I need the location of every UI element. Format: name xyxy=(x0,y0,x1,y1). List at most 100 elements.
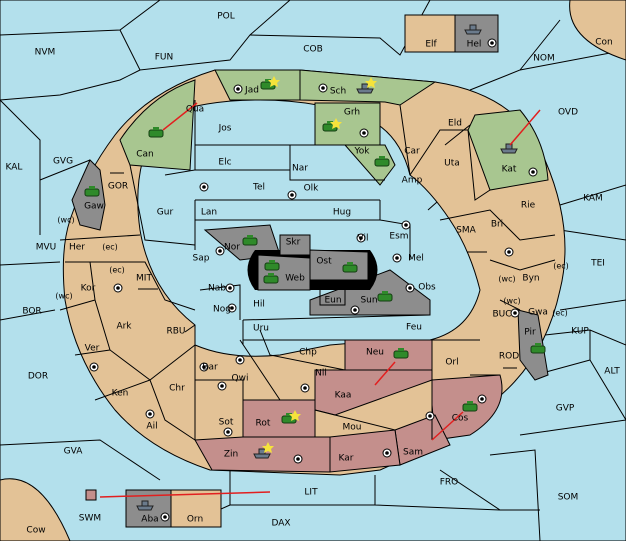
land-label: Eun xyxy=(324,296,341,306)
region-yok[interactable] xyxy=(343,144,396,186)
land-label: Car xyxy=(404,147,420,157)
region-kar[interactable] xyxy=(329,429,401,473)
land-label: Sun xyxy=(360,296,377,306)
supply-center xyxy=(233,84,243,94)
land-label: Ver xyxy=(85,344,100,354)
supply-center xyxy=(401,220,411,230)
supply-center xyxy=(287,190,297,200)
land-label: Bar xyxy=(202,363,218,373)
land-label: Kaa xyxy=(335,391,352,401)
army-icon[interactable] xyxy=(260,76,280,90)
inner-borders xyxy=(59,100,556,441)
land-label: Sot xyxy=(219,418,234,428)
region-neu[interactable] xyxy=(344,339,433,371)
order-arrow xyxy=(374,361,396,386)
sea-label: DOR xyxy=(28,372,48,382)
land-label: Esm xyxy=(389,232,408,242)
land-label: Rie xyxy=(521,201,536,211)
army-icon[interactable] xyxy=(374,156,390,167)
supply-center xyxy=(356,233,366,243)
sea-label: NOM xyxy=(533,54,555,64)
coast-tag: (wc) xyxy=(503,297,520,306)
land-label: Uru xyxy=(253,324,269,334)
region-can[interactable] xyxy=(119,79,196,171)
army-icon[interactable] xyxy=(242,235,258,246)
sea-label: Cow xyxy=(26,526,45,536)
fleet-icon[interactable] xyxy=(464,24,482,35)
supply-center xyxy=(199,182,209,192)
sea-label: OVD xyxy=(558,108,578,118)
land-label: Can xyxy=(136,150,154,160)
supply-center xyxy=(318,83,328,93)
region-rot[interactable] xyxy=(242,399,316,438)
fleet-icon[interactable] xyxy=(356,77,377,94)
land-label: Byn xyxy=(522,274,539,284)
land-label: Aba xyxy=(141,515,158,525)
land-label: Mel xyxy=(408,254,424,264)
order-arrows xyxy=(99,102,541,498)
land-label: Eld xyxy=(448,119,462,129)
region-elf[interactable] xyxy=(404,14,456,53)
supply-center xyxy=(300,383,310,393)
land-label: Qwi xyxy=(232,374,249,384)
fleet-icon[interactable] xyxy=(253,442,274,459)
order-arrow xyxy=(162,102,198,131)
coast-tag: (wc) xyxy=(55,292,72,301)
land-label: Vil xyxy=(358,234,369,244)
region-web[interactable] xyxy=(257,254,311,291)
land-label: Nor xyxy=(224,243,240,253)
army-icon[interactable] xyxy=(322,118,342,132)
sea-label: GOR xyxy=(108,182,128,192)
supply-centers xyxy=(89,38,538,522)
supply-center xyxy=(528,167,538,177)
supply-center xyxy=(89,362,99,372)
army-icon[interactable] xyxy=(263,273,279,284)
sea-label: TEI xyxy=(590,259,605,269)
supply-center xyxy=(382,448,392,458)
sea-label: SMA xyxy=(456,226,476,236)
fleet-icon[interactable] xyxy=(500,143,518,154)
sea-label: KUP xyxy=(571,327,589,337)
army-icon[interactable] xyxy=(377,291,393,302)
land-label: Nar xyxy=(292,164,308,174)
sea-label: DAX xyxy=(271,519,290,529)
coast-tag: (wc) xyxy=(498,275,515,284)
fleet-icon[interactable] xyxy=(136,500,154,511)
sea-label: NVM xyxy=(35,48,56,58)
army-icon[interactable] xyxy=(84,186,100,197)
army-icon[interactable] xyxy=(393,348,409,359)
sea-label: KAM xyxy=(583,194,603,204)
land-label: Amp xyxy=(402,176,423,186)
army-icon[interactable] xyxy=(281,410,301,424)
land-label: Yok xyxy=(353,147,370,157)
grey-territories xyxy=(71,159,549,381)
region-con[interactable] xyxy=(569,0,626,61)
land-label: Mou xyxy=(343,423,362,433)
land-label: Sap xyxy=(193,254,210,264)
sea-label: GVA xyxy=(64,447,84,457)
supply-center xyxy=(510,308,520,318)
army-icon[interactable] xyxy=(148,127,164,138)
land-label: Nog xyxy=(213,305,231,315)
land-label: Grh xyxy=(344,108,360,118)
order-arrow xyxy=(99,491,271,498)
region-swm-marker xyxy=(85,489,97,501)
supply-center xyxy=(425,411,435,421)
sea-label: POL xyxy=(217,12,235,22)
sea-label: RBU xyxy=(166,327,185,337)
region-pir[interactable] xyxy=(517,309,549,381)
army-icon[interactable] xyxy=(462,401,478,412)
land-label: Zin xyxy=(224,450,238,460)
land-label: Nil xyxy=(315,369,327,379)
sea-label: FUN xyxy=(155,53,174,63)
army-icon[interactable] xyxy=(264,260,280,271)
land-label: Tel xyxy=(252,183,265,193)
sea-label: LIT xyxy=(304,488,318,498)
army-icon[interactable] xyxy=(530,343,546,354)
region-orn[interactable] xyxy=(170,489,222,528)
land-label: Ark xyxy=(116,322,132,332)
army-icon[interactable] xyxy=(342,262,358,273)
supply-center xyxy=(405,283,415,293)
order-arrow xyxy=(509,109,541,146)
sea-label: GVG xyxy=(53,157,73,167)
